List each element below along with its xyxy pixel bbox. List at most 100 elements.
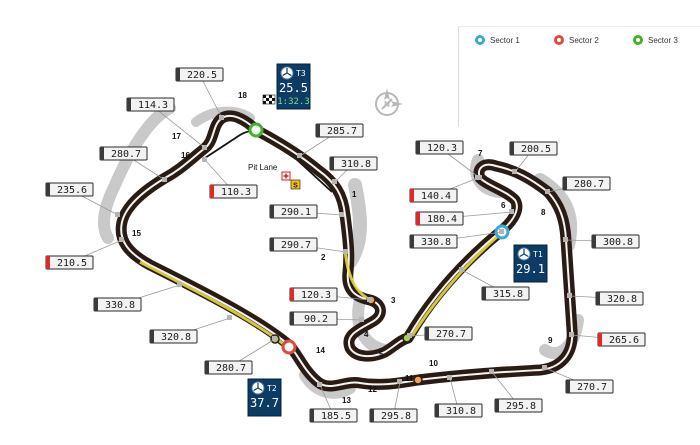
pit-lane-label: Pit Lane (248, 163, 278, 172)
turn-number: 9 (548, 336, 553, 345)
speed-tab (46, 183, 50, 196)
pit-speed-badge-text: S (293, 183, 298, 190)
speed-anchor (115, 212, 120, 217)
speed-value: 320.8 (161, 332, 191, 343)
drs-zone (343, 249, 371, 302)
speed-leader-line (199, 74, 223, 119)
speed-readout: 330.8 (93, 297, 142, 312)
track-centerline (120, 114, 574, 387)
turn-number: 5 (379, 350, 384, 359)
turn-number: 17 (172, 132, 181, 141)
speed-value: 295.8 (506, 401, 536, 412)
speed-value: 90.2 (304, 314, 328, 325)
speed-value: 310.8 (341, 159, 371, 170)
speed-anchor (317, 382, 322, 387)
panel-id: T1 (533, 250, 543, 259)
speed-value: 320.8 (607, 294, 637, 305)
sector-panel: T1 29.1 (513, 244, 548, 283)
sector-3-icon (633, 35, 643, 45)
speed-tab (482, 287, 486, 300)
panel-lap: 1:32.3 (277, 97, 310, 107)
speed-tab (205, 361, 209, 374)
speed-readout: 180.4 (415, 211, 464, 226)
speed-anchor (569, 332, 574, 337)
speed-anchor (297, 153, 302, 158)
speed-value: 180.4 (427, 214, 457, 225)
speed-readout: 285.7 (315, 123, 364, 138)
speed-readout: 265.6 (597, 332, 646, 347)
speed-readout: 270.7 (424, 326, 473, 341)
panel-time: 29.1 (516, 262, 545, 276)
turn-number: 16 (181, 151, 190, 160)
sector-3-marker (248, 122, 264, 138)
speed-tab (598, 333, 602, 346)
turn-number: 3 (391, 296, 396, 305)
sector-2-marker (281, 339, 297, 355)
svg-text:N: N (384, 100, 390, 109)
runoff-areas (98, 102, 584, 399)
speed-readout: 220.5 (175, 67, 224, 82)
speed-tab (176, 68, 180, 81)
speed-tab (210, 185, 214, 198)
speed-anchor (343, 249, 348, 254)
speed-tab (416, 212, 420, 225)
turn-number: 2 (321, 253, 326, 262)
turn-number: 6 (501, 201, 506, 210)
compass-icon: N (375, 88, 403, 116)
speed-value: 315.8 (493, 289, 523, 300)
speed-readout: 114.3 (126, 97, 175, 112)
wheel-icon (517, 247, 531, 261)
speed-tab (510, 142, 514, 155)
speed-tab (316, 124, 320, 137)
speed-tab (495, 399, 499, 412)
turn-number: 15 (132, 229, 141, 238)
speed-readout: 280.7 (562, 176, 611, 191)
speed-anchor (119, 237, 124, 242)
speed-tab (435, 404, 439, 417)
drs-zone (139, 260, 286, 347)
speed-value: 265.6 (609, 335, 639, 346)
speed-anchor (219, 115, 224, 120)
speed-tab (416, 141, 420, 154)
speed-readout: 280.7 (99, 146, 148, 161)
speed-anchor (397, 379, 402, 384)
speed-anchor (202, 157, 207, 162)
wheel-icon (280, 66, 294, 80)
speed-value: 220.5 (187, 70, 217, 81)
speed-readout: 330.8 (409, 234, 458, 249)
speed-readout: 310.8 (434, 403, 483, 418)
speed-value: 330.8 (105, 300, 135, 311)
turn-number: 11 (405, 374, 414, 383)
speed-tab (290, 288, 294, 301)
speed-readout: 110.3 (209, 184, 258, 199)
turn-number: 12 (368, 385, 377, 394)
speed-value: 310.8 (446, 406, 476, 417)
speed-anchor (272, 336, 277, 341)
turn-number: 14 (316, 346, 325, 355)
speed-value: 185.5 (321, 411, 351, 422)
pit-speed-badge: S (290, 179, 301, 190)
speed-anchor (542, 365, 547, 370)
speed-readout: 90.2 (289, 311, 338, 326)
speed-anchor (512, 169, 517, 174)
speed-tab (410, 235, 414, 248)
speed-value: 330.8 (421, 237, 451, 248)
speed-value: 114.3 (138, 100, 168, 111)
speed-readout: 140.4 (409, 188, 458, 203)
speed-readout: 185.5 (309, 408, 358, 423)
speed-anchor (332, 179, 337, 184)
speed-readout: 280.7 (204, 360, 253, 375)
speed-tab (592, 235, 596, 248)
speed-anchor (567, 293, 572, 298)
speed-value: 235.6 (57, 185, 87, 196)
speed-value: 300.8 (603, 237, 633, 248)
speed-readout: 295.8 (369, 408, 418, 423)
turn-number: 4 (364, 330, 369, 339)
drs-zone (410, 234, 499, 337)
speed-value: 120.3 (427, 143, 457, 154)
speed-leader-line (150, 104, 206, 149)
speed-tab (150, 330, 154, 343)
